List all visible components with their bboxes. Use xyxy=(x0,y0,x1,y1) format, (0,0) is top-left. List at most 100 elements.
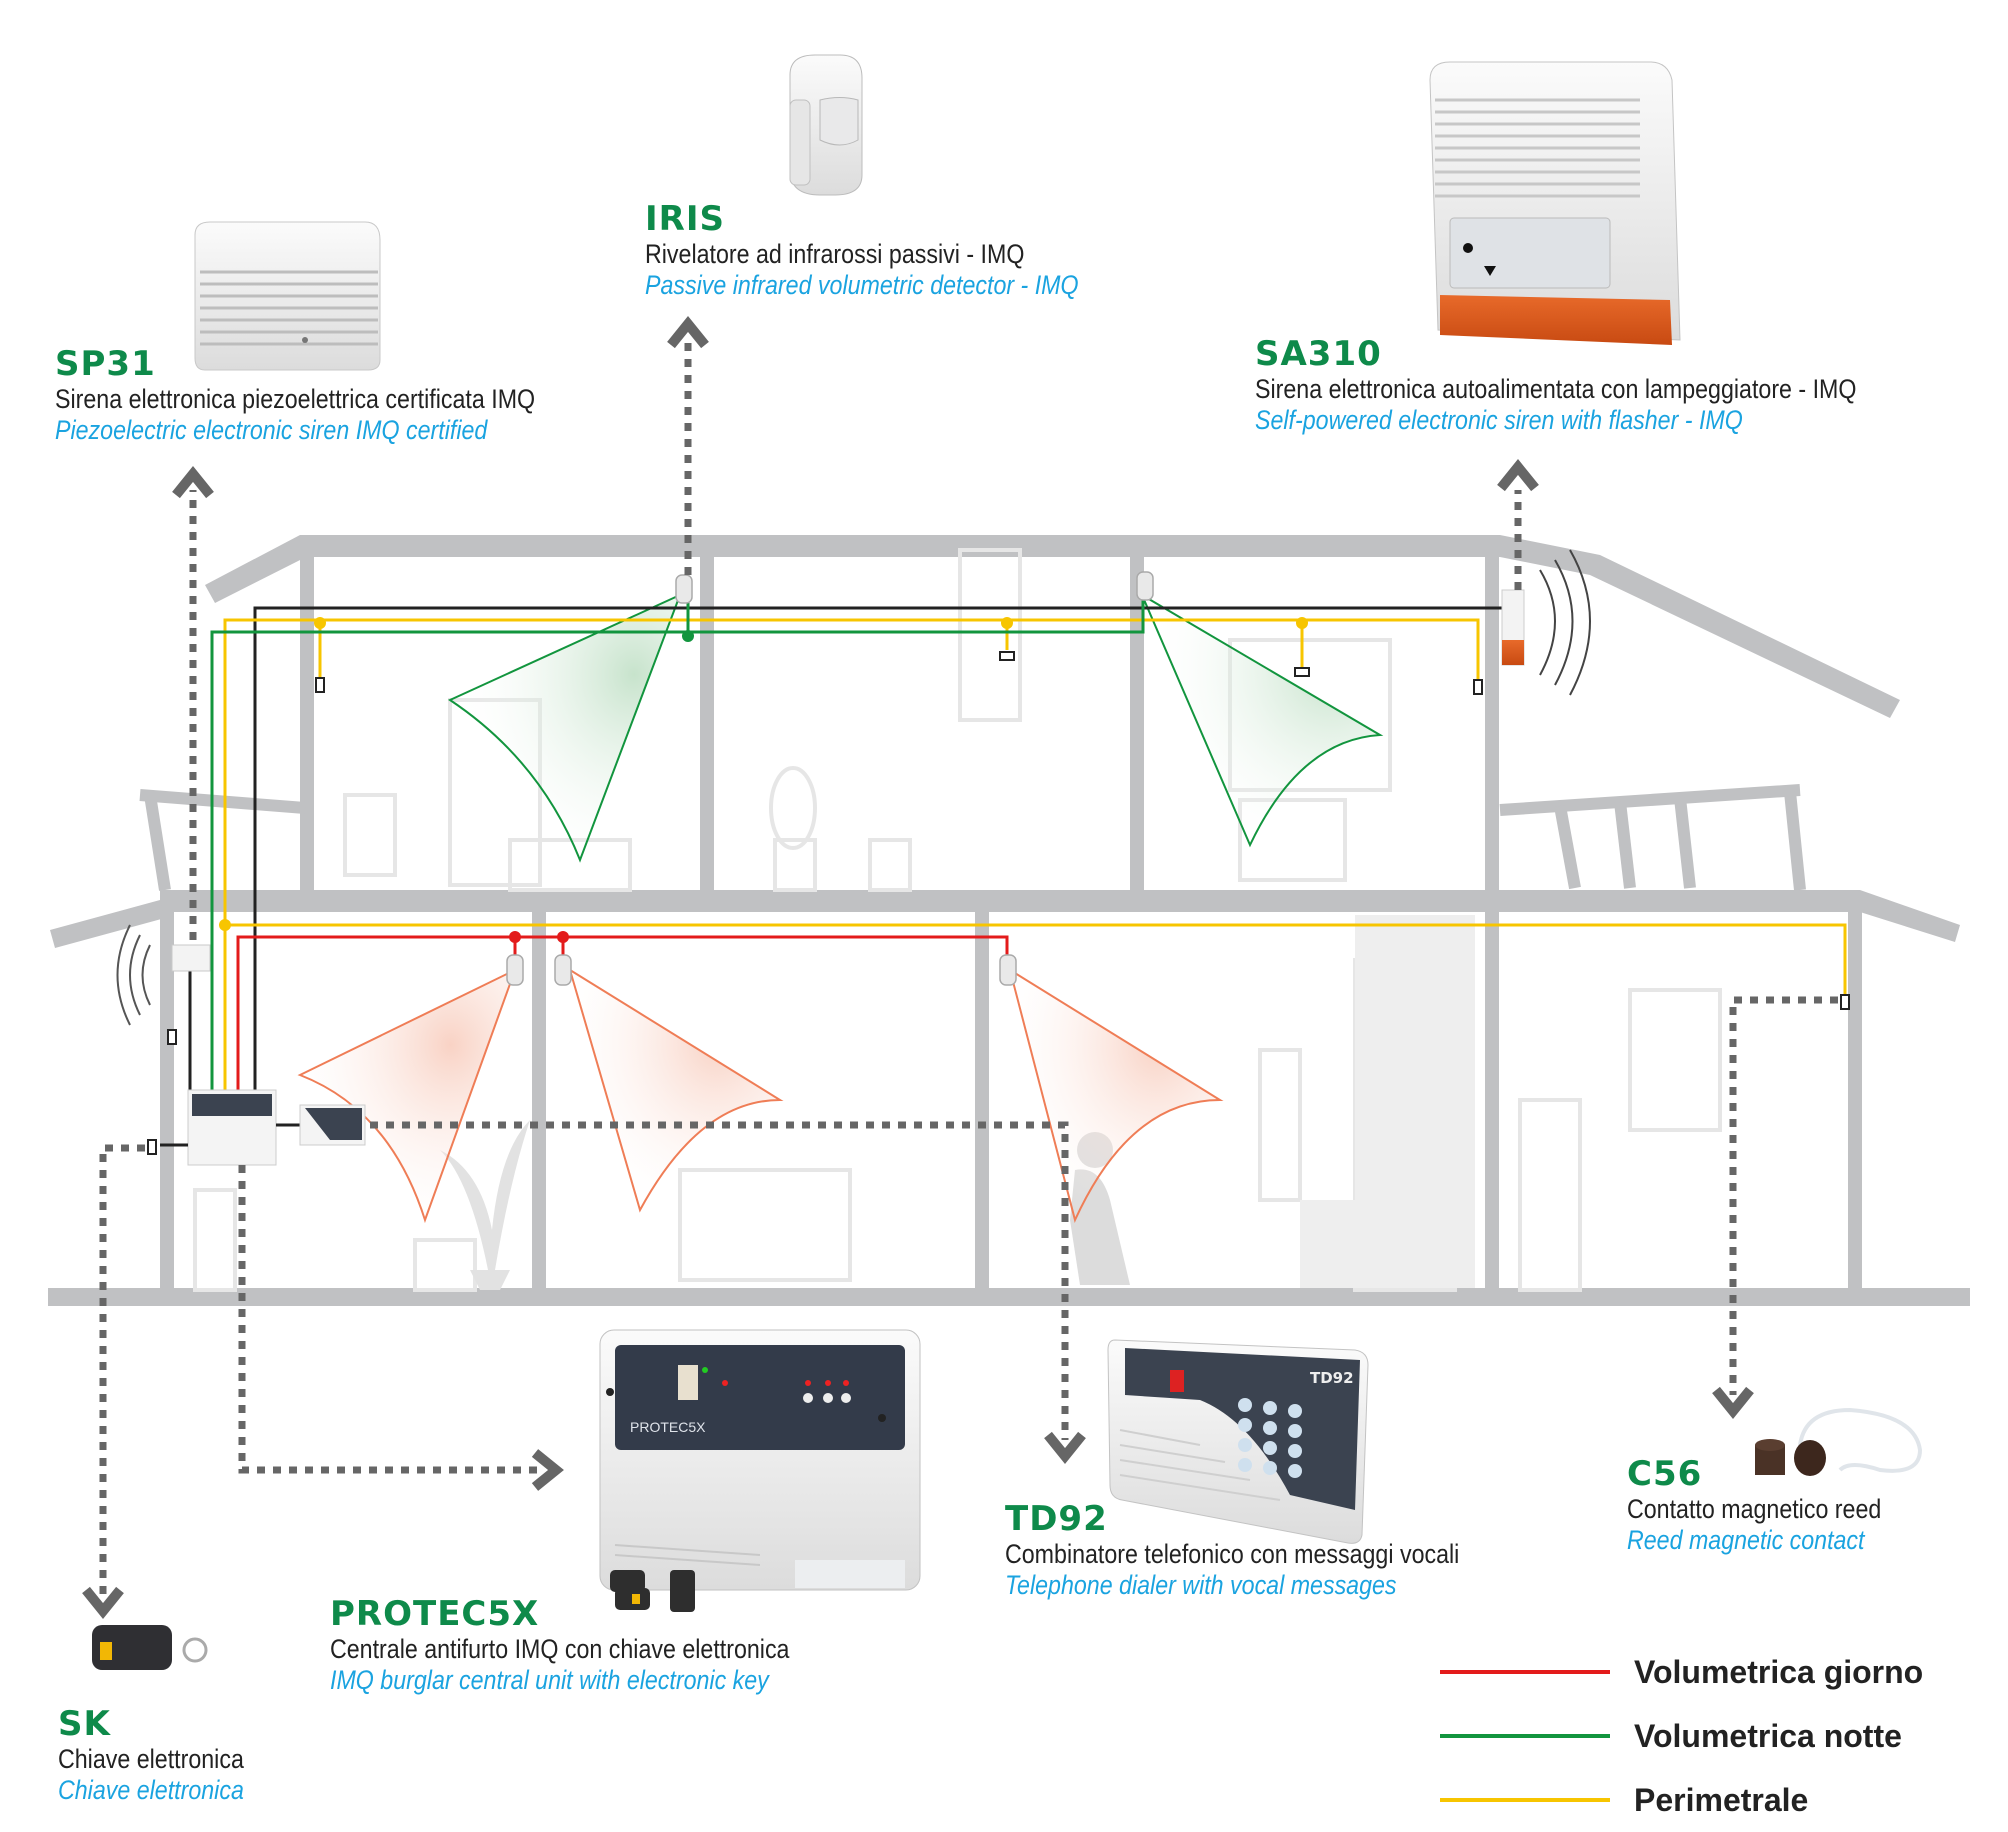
upper-roof-right xyxy=(1500,535,1900,718)
wire-black xyxy=(253,606,1505,1090)
installed-sp31 xyxy=(116,924,211,1026)
product-desc-en: Chiave elettronica xyxy=(58,1775,244,1806)
arrow-up-iris xyxy=(667,316,709,349)
product-sp31: SP31 Sirena elettronica piezoelettrica c… xyxy=(55,344,613,446)
upper-wall xyxy=(700,557,714,897)
lower-wall xyxy=(160,912,174,1292)
furniture-outlines xyxy=(193,548,1722,1292)
electronic-key-icon xyxy=(92,1625,208,1670)
arrow-up-sp31 xyxy=(172,466,214,499)
lower-wall xyxy=(1485,912,1499,1292)
legend-label: Volumetrica notte xyxy=(1634,1717,1902,1754)
product-protec5x: PROTEC5X Centrale antifurto IMQ con chia… xyxy=(330,1594,864,1696)
product-iris: IRIS Rivelatore ad infrarossi passivi - … xyxy=(645,199,1149,301)
wiring xyxy=(188,595,1847,1090)
control-panel-icon: PROTEC5X xyxy=(599,1329,921,1612)
product-desc-it: Sirena elettronica piezoelettrica certif… xyxy=(55,384,536,415)
balcony-left xyxy=(139,789,306,891)
arrow-right-central xyxy=(531,1449,564,1491)
connector-reed xyxy=(1729,996,1838,1395)
arrowheads xyxy=(82,316,1754,1619)
arrow-up-sa310 xyxy=(1497,459,1539,492)
upper-ceiling xyxy=(300,535,1500,557)
product-code: C56 xyxy=(1627,1454,1703,1494)
product-code: SP31 xyxy=(55,344,156,384)
product-desc-it: Rivelatore ad infrarossi passivi - IMQ xyxy=(645,239,1025,270)
installed-central-unit xyxy=(160,1089,300,1166)
middle-floor xyxy=(160,890,1860,912)
product-desc-it: Sirena elettronica autoalimentata con la… xyxy=(1255,374,1857,405)
lower-roof-left xyxy=(50,900,165,948)
dotted-connectors xyxy=(99,340,1838,1595)
detection-cones-night xyxy=(447,592,1384,863)
product-code: TD92 xyxy=(1005,1499,1108,1539)
product-desc-en: Telephone dialer with vocal messages xyxy=(1005,1570,1397,1601)
cone-day-2 xyxy=(568,967,784,1213)
arrow-down-dialer xyxy=(1044,1431,1086,1464)
lower-wall xyxy=(975,912,989,1292)
product-td92: TD92 Combinatore telefonico con messaggi… xyxy=(1005,1499,1533,1601)
product-desc-en: Self-powered electronic siren with flash… xyxy=(1255,405,1743,436)
pir-detectors-installed xyxy=(506,571,1154,986)
product-desc-it: Contatto magnetico reed xyxy=(1627,1494,1882,1525)
legend-item-day: Volumetrica giorno xyxy=(1440,1640,1923,1704)
product-desc-it: Centrale antifurto IMQ con chiave elettr… xyxy=(330,1634,790,1665)
panel-brand-text: PROTEC5X xyxy=(630,1419,706,1435)
cone-night-right xyxy=(1139,592,1384,848)
lower-roof-right xyxy=(1860,890,1960,942)
wire-volumetric-night xyxy=(210,595,1145,1090)
detection-cones-day xyxy=(297,967,1224,1224)
product-desc-en: Piezoelectric electronic siren IMQ certi… xyxy=(55,415,488,446)
product-desc-en: Passive infrared volumetric detector - I… xyxy=(645,270,1079,301)
cone-day-3 xyxy=(1008,967,1224,1223)
product-sk: SK Chiave elettronica Chiave elettronica xyxy=(58,1704,274,1806)
stairs xyxy=(1300,915,1475,1288)
product-desc-en: IMQ burglar central unit with electronic… xyxy=(330,1665,769,1696)
lower-wall xyxy=(1848,912,1862,1292)
cone-day-1 xyxy=(297,968,517,1224)
house-structure xyxy=(48,535,1970,1306)
keypad xyxy=(1238,1398,1302,1478)
pir-detector-icon xyxy=(789,54,863,196)
legend-label: Volumetrica giorno xyxy=(1634,1653,1924,1690)
installed-dialer xyxy=(299,1104,366,1146)
product-code: SK xyxy=(58,1704,111,1744)
legend-swatch-red xyxy=(1440,1670,1610,1674)
reed-contact-icon xyxy=(1755,1407,1923,1476)
dialer-brand-text: TD92 xyxy=(1310,1369,1354,1387)
legend-item-perimetral: Perimetrale xyxy=(1440,1768,1923,1832)
upper-roof-left xyxy=(205,535,310,603)
wiring-legend: Volumetrica giorno Volumetrica notte Per… xyxy=(1440,1640,1923,1832)
product-sa310: SA310 Sirena elettronica autoalimentata … xyxy=(1255,334,1954,436)
piezo-siren-icon xyxy=(194,221,381,371)
wire-volumetric-day xyxy=(236,935,1009,1090)
connector-dialer xyxy=(370,1121,1069,1440)
siren-flasher-icon xyxy=(1429,61,1681,345)
arrow-down-key xyxy=(82,1586,124,1619)
wire-perimetral-lower xyxy=(225,923,1847,1000)
legend-label: Perimetrale xyxy=(1634,1781,1809,1818)
product-desc-it: Chiave elettronica xyxy=(58,1744,244,1775)
telephone-dialer-icon: TD92 xyxy=(1107,1339,1369,1544)
product-desc-it: Combinatore telefonico con messaggi voca… xyxy=(1005,1539,1460,1570)
product-c56: C56 Contatto magnetico reed Reed magneti… xyxy=(1627,1454,1923,1556)
product-desc-en: Reed magnetic contact xyxy=(1627,1525,1865,1556)
product-code: SA310 xyxy=(1255,334,1382,374)
ground-floor xyxy=(48,1288,1970,1306)
connector-central xyxy=(238,1165,540,1474)
connector-key xyxy=(99,1144,145,1595)
upper-wall xyxy=(1130,557,1144,897)
legend-swatch-yellow xyxy=(1440,1798,1610,1802)
product-code: IRIS xyxy=(645,199,725,239)
installed-sa310 xyxy=(1501,549,1591,696)
reed-contacts-installed xyxy=(147,651,1850,1155)
balcony-right xyxy=(1499,784,1806,891)
wire-perimetral-upper xyxy=(223,618,1480,1090)
cone-night-left xyxy=(447,593,682,863)
legend-item-night: Volumetrica notte xyxy=(1440,1704,1923,1768)
upper-wall xyxy=(1485,557,1499,897)
legend-swatch-green xyxy=(1440,1734,1610,1738)
plant-silhouette xyxy=(440,1120,530,1290)
lower-wall xyxy=(532,912,546,1292)
